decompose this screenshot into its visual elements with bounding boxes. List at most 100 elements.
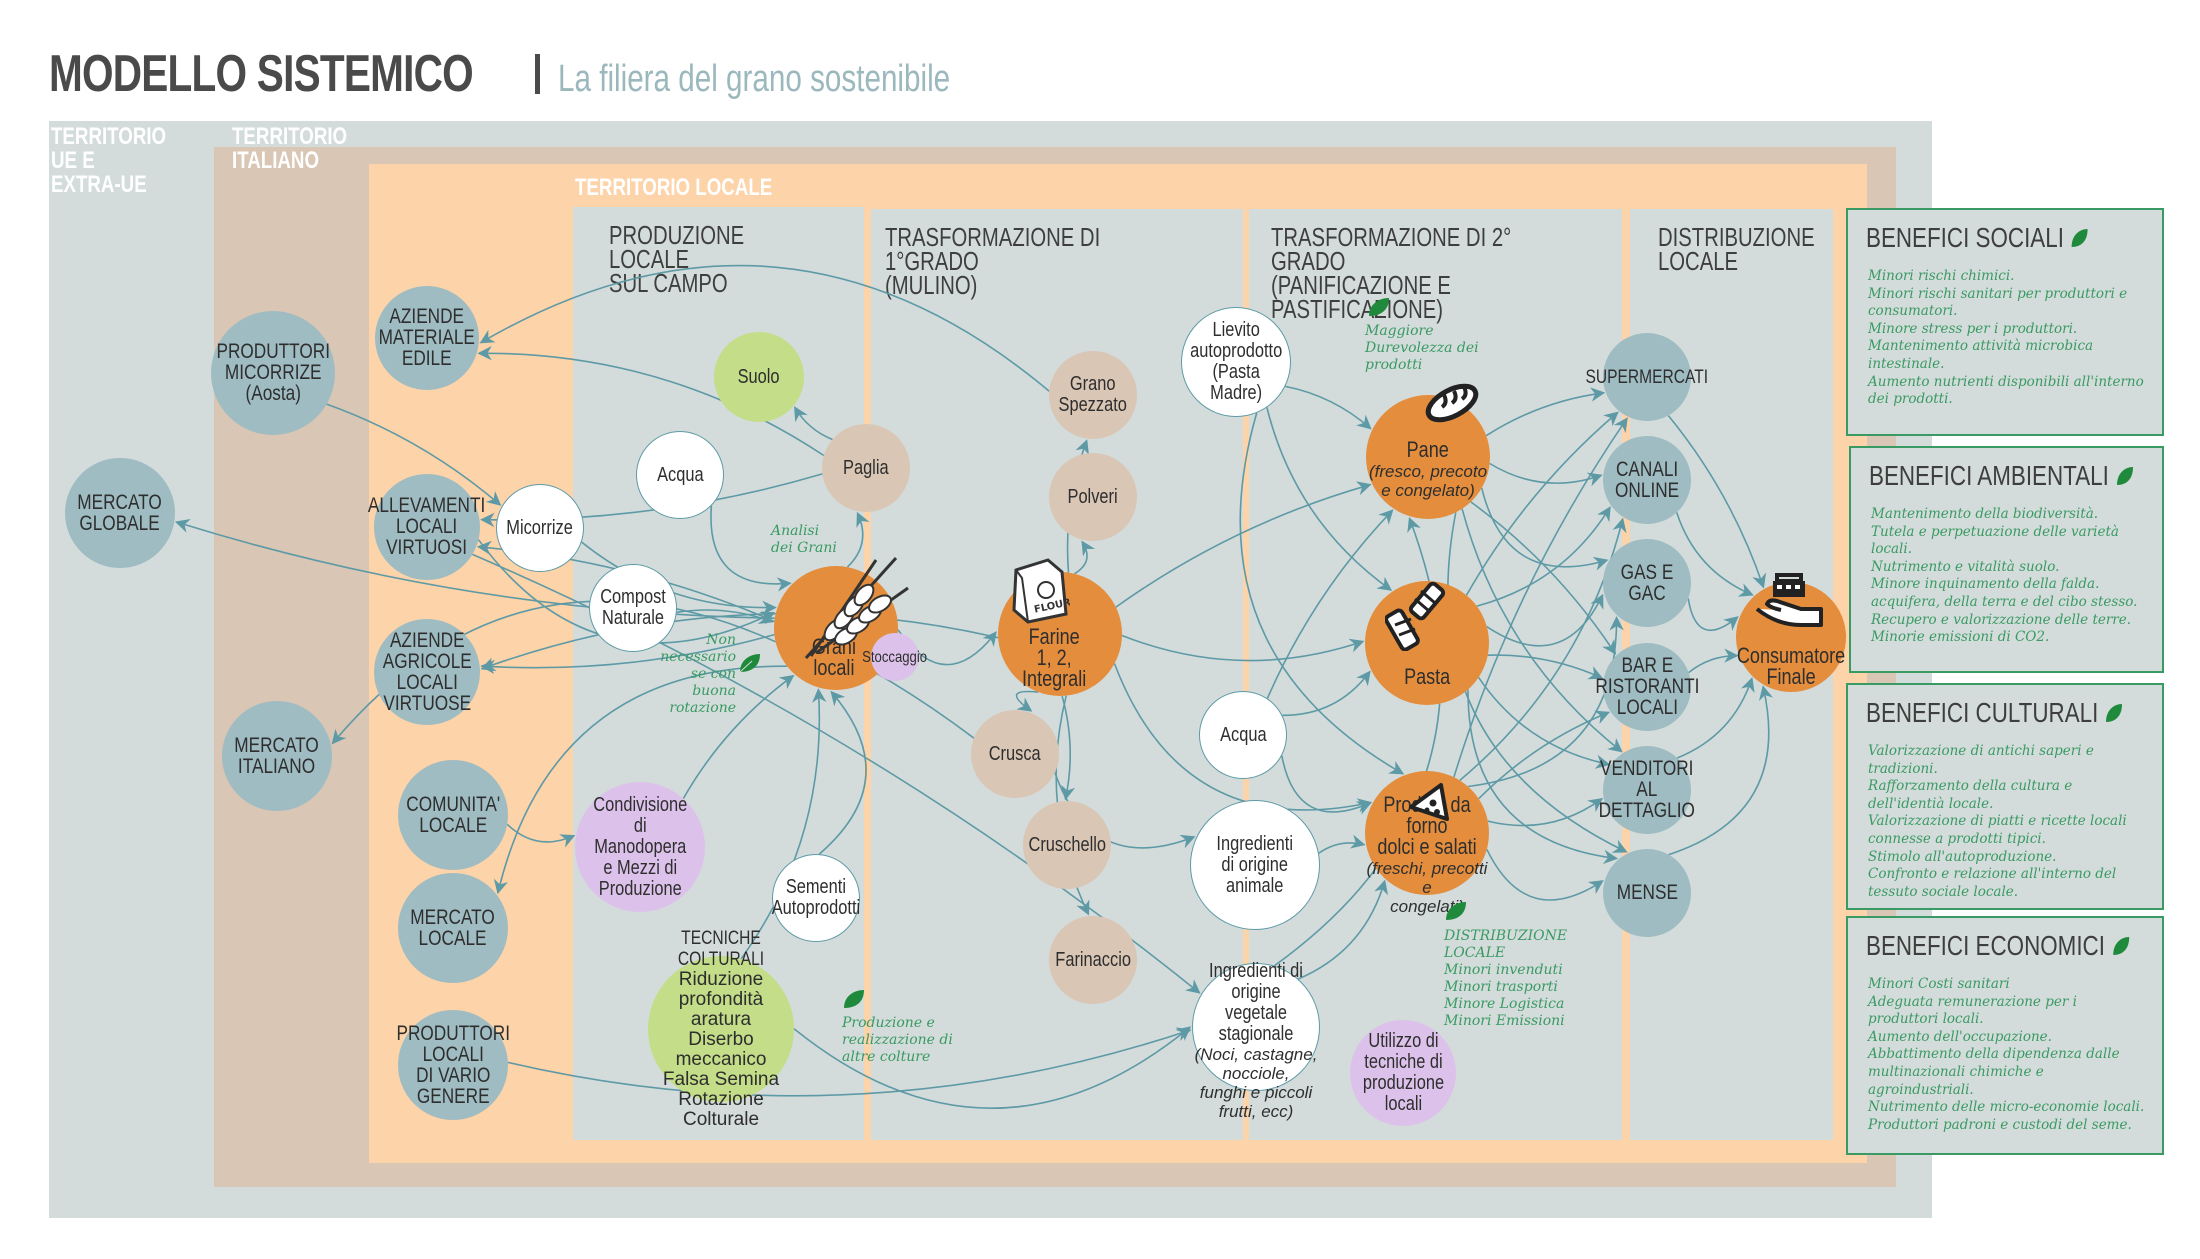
- node-label: Farinaccio: [1055, 948, 1131, 971]
- benefit-item: Produttori padroni e custodi del seme.: [1868, 1116, 2132, 1133]
- node-label: PRODUTTORI MICORRIZE (Aosta): [216, 340, 330, 405]
- node-label: Crusca: [989, 742, 1041, 765]
- column-title-distribuzione: DISTRIBUZIONE LOCALE: [1658, 222, 1815, 276]
- node-label: BAR E RISTORANTI LOCALI: [1595, 654, 1699, 719]
- node-ingr-vegetale: Ingredienti di origine vegetale stagiona…: [1192, 960, 1320, 1121]
- benefit-item: Mantenimento attività microbica intestin…: [1868, 338, 2094, 372]
- note-analisi-grani: Analisi dei Grani: [771, 523, 837, 556]
- node-label: MENSE: [1616, 881, 1678, 904]
- node-aziende-edile: AZIENDE MATERIALE EDILE: [375, 286, 479, 390]
- node-label: AZIENDE MATERIALE EDILE: [378, 305, 476, 370]
- node-sublabel: Riduzione profondità aratura Diserbo mec…: [662, 969, 780, 1130]
- node-sublabel: (fresco, precoto e congelato): [1368, 461, 1488, 500]
- node-pane: Pane(fresco, precoto e congelato): [1366, 383, 1490, 519]
- node-label: COMUNITA' LOCALE: [406, 792, 500, 837]
- benefit-title: BENEFICI ECONOMICI: [1866, 930, 2105, 961]
- benefit-box-sociali: BENEFICI SOCIALI Minori rischi chimici.M…: [1846, 208, 2164, 436]
- benefit-item: Abbattimento della dipendenza dalle mult…: [1868, 1046, 2120, 1098]
- page-subtitle: La filiera del grano sostenibile: [558, 58, 951, 100]
- node-label: CANALI ONLINE: [1614, 457, 1680, 502]
- node-label: PRODUTTORI LOCALI DI VARIO GENERE: [396, 1021, 510, 1108]
- title-separator: [535, 54, 540, 94]
- node-canali: CANALI ONLINE: [1603, 436, 1691, 524]
- benefit-title: BENEFICI CULTURALI: [1866, 697, 2099, 728]
- benefit-item: Minori rischi chimici.: [1868, 268, 2015, 284]
- node-compost: Compost Naturale: [589, 564, 677, 652]
- node-supermercati: SUPERMERCATI: [1586, 333, 1708, 421]
- node-label: TECNICHE COLTURALI: [677, 928, 765, 970]
- node-label: Condivisione di Manodopera e Mezzi di Pr…: [593, 793, 687, 900]
- benefit-item: Rafforzamento della cultura e dell'ident…: [1868, 778, 2073, 812]
- leaf-icon: [844, 990, 864, 1008]
- benefit-item: Minori rischi sanitari per produttori e …: [1868, 285, 2128, 320]
- node-label: Utilizzo di tecniche di produzione local…: [1362, 1030, 1444, 1115]
- node-mercato-globale: MERCATO GLOBALE: [65, 458, 175, 568]
- note-produzione-altre-colture: Produzione e realizzazione di altre colt…: [842, 1015, 953, 1065]
- node-polveri: Polveri: [1049, 453, 1137, 541]
- node-cruschello: Cruschello: [1023, 801, 1111, 889]
- benefit-item: Aumento nutrienti disponibili all'intern…: [1868, 373, 2144, 408]
- node-label: Ingredienti di origine animale: [1216, 832, 1294, 897]
- node-condivisione: Condivisione di Manodopera e Mezzi di Pr…: [575, 782, 705, 912]
- pasta-icon: [1384, 581, 1449, 656]
- node-bar: BAR E RISTORANTI LOCALI: [1595, 643, 1699, 731]
- zone-label-locale: TERRITORIO LOCALE: [575, 174, 773, 201]
- node-micorrize: Micorrize: [496, 484, 584, 572]
- node-farinaccio: Farinaccio: [1049, 916, 1137, 1004]
- node-label: VENDITORI AL DETTAGLIO: [1598, 757, 1696, 822]
- node-label: Pasta: [1403, 663, 1451, 689]
- benefit-item: Minorie emissioni di CO2.: [1871, 629, 2050, 646]
- node-label: Micorrize: [506, 516, 574, 539]
- node-mercato-locale: MERCATO LOCALE: [398, 873, 508, 983]
- benefit-item: Nutrimento delle micro-economie locali.: [1868, 1099, 2145, 1116]
- node-label: MERCATO ITALIANO: [234, 733, 320, 778]
- node-forno: Prodotti da forno dolci e salati(freschi…: [1365, 771, 1489, 916]
- benefit-item: Nutrimento e vitalità suolo.: [1871, 558, 2060, 575]
- node-sublabel: (freschi, precotti e congelati): [1366, 859, 1488, 916]
- leaf-icon: [739, 654, 760, 673]
- column-title-produzione: PRODUZIONE LOCALE SUL CAMPO: [609, 220, 745, 298]
- note-distribuzione-locale: DISTRIBUZIONE LOCALE Minori invenduti Mi…: [1444, 928, 1568, 1029]
- node-label: Polveri: [1067, 485, 1119, 508]
- node-mercato-italiano: MERCATO ITALIANO: [222, 701, 332, 811]
- benefit-item: acquifera, della terra e del cibo stesso…: [1871, 593, 2138, 610]
- node-acqua2: Acqua: [1199, 691, 1287, 779]
- node-lievito: Lievito autoprodotto (Pasta Madre): [1181, 307, 1291, 417]
- node-label: ALLEVAMENTI LOCALI VIRTUOSI: [368, 494, 486, 559]
- node-utilizzo: Utilizzo di tecniche di produzione local…: [1350, 1020, 1456, 1126]
- node-label: Grano Spezzato: [1058, 373, 1128, 416]
- benefit-list: Minori rischi chimici.Minori rischi sani…: [1868, 268, 2150, 409]
- flour-bag-icon: FLOUR: [1008, 556, 1072, 631]
- leaf-icon: [2106, 703, 2123, 722]
- node-stoccaggio: Stoccaggio: [863, 633, 927, 681]
- benefit-item: Mantenimento della biodiversità.: [1871, 506, 2099, 522]
- page-title-block: MODELLO SISTEMICO La filiera del grano s…: [49, 44, 950, 104]
- benefit-item: Adeguata remunerazione per i produttori …: [1868, 993, 2077, 1028]
- node-label: Compost Naturale: [600, 586, 666, 629]
- node-label: Pane: [1406, 436, 1450, 462]
- node-crusca: Crusca: [971, 710, 1059, 798]
- benefit-item: Stimolo all'autoproduzione.: [1868, 848, 2057, 865]
- leaf-icon: [2116, 466, 2133, 485]
- node-suolo: Suolo: [714, 332, 804, 422]
- benefit-list: Valorizzazione di antichi saperi e tradi…: [1868, 743, 2150, 901]
- leaf-icon: [1369, 298, 1389, 316]
- node-label: Farine 1, 2, Integrali: [1021, 623, 1087, 691]
- node-label: Ingredienti di origine vegetale stagiona…: [1209, 960, 1303, 1045]
- benefit-box-economici: BENEFICI ECONOMICI Minori Costi sanitari…: [1846, 916, 2164, 1155]
- node-comunita: COMUNITA' LOCALE: [398, 760, 508, 870]
- page-title: MODELLO SISTEMICO: [49, 45, 474, 103]
- zone-label-italiano: TERRITORIO ITALIANO: [232, 123, 348, 174]
- bread-icon: [1422, 381, 1482, 430]
- note-durevolezza: Maggiore Durevolezza dei prodotti: [1365, 323, 1479, 373]
- node-label: Suolo: [738, 365, 780, 388]
- node-label: GAS E GAC: [1620, 560, 1674, 605]
- node-allevamenti: ALLEVAMENTI LOCALI VIRTUOSI: [368, 474, 486, 580]
- benefit-title: BENEFICI SOCIALI: [1866, 222, 2064, 253]
- benefit-item: Tutela e perpetuazione delle varietà loc…: [1871, 523, 2119, 558]
- node-venditori: VENDITORI AL DETTAGLIO: [1599, 746, 1695, 834]
- node-pasta: Pasta: [1365, 581, 1489, 705]
- note-non-necessario: Non necessario se con buona rotazione: [660, 632, 736, 716]
